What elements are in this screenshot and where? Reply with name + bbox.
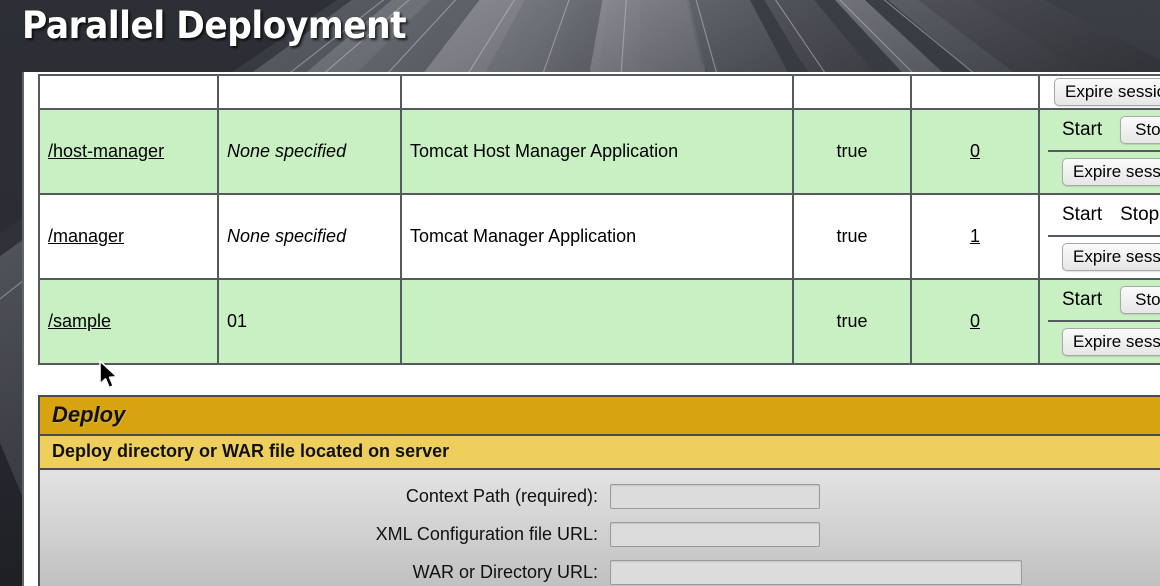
table-row[interactable]: Expire sessio (38, 74, 1160, 110)
cell-commands: Start Stop Expire sessio (1038, 278, 1160, 365)
cell-commands: Start Stop Expire sessio (1038, 108, 1160, 195)
cell-display-name (400, 278, 794, 365)
cell-path: /sample (38, 278, 219, 365)
app-path-link[interactable]: /sample (48, 311, 112, 332)
table-row[interactable]: /manager None specified Tomcat Manager A… (38, 193, 1160, 280)
sessions-link[interactable]: 0 (969, 141, 980, 162)
stop-label: Stop (1120, 203, 1160, 225)
cell-version (217, 74, 402, 110)
cell-sessions (910, 74, 1040, 110)
cell-version: None specified (217, 193, 402, 280)
cell-commands: Start Stop Expire sessio (1038, 193, 1160, 280)
cell-commands: Expire sessio (1038, 74, 1160, 110)
cell-display-name: Tomcat Host Manager Application (400, 108, 794, 195)
expire-sessions-button[interactable]: Expire sessio (1062, 158, 1160, 187)
cell-path: /host-manager (38, 108, 219, 195)
cell-running: true (792, 108, 912, 195)
tomcat-manager-page: Expire sessio /host-manager None specifi… (24, 72, 1160, 586)
war-directory-url-label: WAR or Directory URL: (412, 562, 598, 582)
browser-window: Expire sessio /host-manager None specifi… (22, 72, 1160, 586)
deploy-panel: Deploy Deploy directory or WAR file loca… (38, 395, 1160, 586)
command-row-expire: Expire sessio (1048, 152, 1160, 194)
applications-table-body: Expire sessio /host-manager None specifi… (38, 74, 1160, 365)
xml-config-url-input[interactable] (610, 522, 820, 547)
xml-config-url-label: XML Configuration file URL: (375, 524, 598, 544)
start-label: Start (1062, 118, 1103, 140)
sessions-link[interactable]: 0 (969, 311, 980, 332)
form-row-context-path: Context Path (required): (40, 484, 1160, 509)
form-row-xml-config-url: XML Configuration file URL: (40, 522, 1160, 547)
stop-button[interactable]: Stop (1120, 285, 1160, 314)
cell-sessions: 1 (910, 193, 1040, 280)
cell-version: 01 (217, 278, 402, 365)
cell-running: true (792, 193, 912, 280)
command-row-expire: Expire sessio (1048, 237, 1160, 279)
cell-sessions: 0 (910, 108, 1040, 195)
command-row-start-stop: Start Stop (1048, 195, 1160, 237)
war-directory-url-input[interactable] (610, 560, 1022, 585)
expire-sessions-button[interactable]: Expire sessio (1062, 243, 1160, 272)
deploy-panel-subtitle: Deploy directory or WAR file located on … (40, 436, 1160, 470)
cell-sessions: 0 (910, 278, 1040, 365)
app-path-link[interactable]: /manager (48, 226, 125, 247)
slide-title: Parallel Deployment (22, 4, 407, 47)
expire-sessions-button[interactable]: Expire sessio (1054, 78, 1160, 106)
cell-version: None specified (217, 108, 402, 195)
command-row-start-stop: Start Stop (1048, 110, 1160, 152)
cell-path (38, 74, 219, 110)
cell-running: true (792, 278, 912, 365)
stop-button[interactable]: Stop (1120, 115, 1160, 144)
context-path-input[interactable] (610, 484, 820, 509)
cell-display-name (400, 74, 794, 110)
form-row-war-directory-url: WAR or Directory URL: (40, 560, 1160, 585)
cell-display-name: Tomcat Manager Application (400, 193, 794, 280)
start-label: Start (1062, 203, 1103, 225)
command-row-start-stop: Start Stop (1048, 280, 1160, 322)
table-row[interactable]: /sample 01 true 0 Start Stop (38, 278, 1160, 365)
cell-running (792, 74, 912, 110)
expire-sessions-button[interactable]: Expire sessio (1062, 328, 1160, 357)
deploy-panel-title: Deploy (40, 397, 1160, 436)
context-path-label: Context Path (required): (405, 486, 598, 506)
command-row-expire: Expire sessio (1048, 322, 1160, 364)
deploy-form: Context Path (required): XML Configurati… (40, 470, 1160, 586)
start-label: Start (1062, 288, 1103, 310)
app-path-link[interactable]: /host-manager (48, 141, 165, 162)
table-row[interactable]: /host-manager None specified Tomcat Host… (38, 108, 1160, 195)
sessions-link[interactable]: 1 (969, 226, 980, 247)
applications-table: Expire sessio /host-manager None specifi… (38, 74, 1160, 365)
cell-path: /manager (38, 193, 219, 280)
